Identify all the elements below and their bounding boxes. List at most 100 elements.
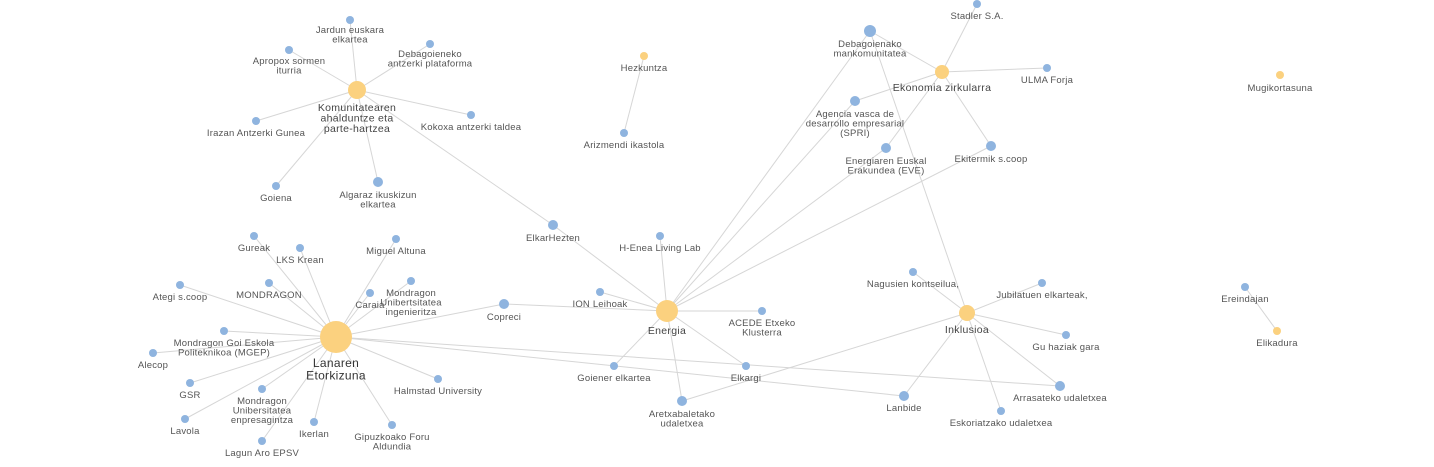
node-marker[interactable] (388, 421, 396, 429)
node-marker[interactable] (467, 111, 475, 119)
node-henea[interactable]: H-Enea Living Lab (619, 232, 701, 254)
node-marker[interactable] (346, 16, 354, 24)
node-marker[interactable] (742, 362, 750, 370)
node-marker[interactable] (1043, 64, 1051, 72)
node-ulma[interactable]: ULMA Forja (1021, 64, 1074, 86)
node-elkarhezten[interactable]: ElkarHezten (526, 220, 580, 244)
node-lavola[interactable]: Lavola (170, 415, 200, 437)
node-marker[interactable] (499, 299, 509, 309)
node-lagun_aro[interactable]: Lagun Aro EPSV (225, 437, 300, 459)
node-elikadura[interactable]: Elikadura (1256, 327, 1298, 349)
node-marker[interactable] (258, 385, 266, 393)
node-elkargi[interactable]: Elkargi (731, 362, 761, 384)
node-gu_haziak[interactable]: Gu haziak gara (1032, 331, 1100, 353)
node-marker[interactable] (1038, 279, 1046, 287)
node-marker[interactable] (850, 96, 860, 106)
node-ion[interactable]: ION Leihoak (572, 288, 627, 310)
node-ereindajan[interactable]: Ereindajan (1221, 283, 1269, 305)
node-marker[interactable] (252, 117, 260, 125)
node-irazan[interactable]: Irazan Antzerki Gunea (207, 117, 306, 139)
node-marker[interactable] (1276, 71, 1284, 79)
node-eskoriatza[interactable]: Eskoriatzako udaletxea (950, 407, 1053, 429)
node-marker[interactable] (366, 289, 374, 297)
node-alecop[interactable]: Alecop (138, 349, 168, 371)
node-marker[interactable] (310, 418, 318, 426)
node-ekitermik[interactable]: Ekitermik s.coop (955, 141, 1028, 165)
node-marker[interactable] (959, 305, 975, 321)
node-gureak[interactable]: Gureak (238, 232, 270, 254)
node-mugikortasuna[interactable]: Mugikortasuna (1248, 71, 1313, 94)
node-marker[interactable] (272, 182, 280, 190)
node-miguel[interactable]: Miguel Altuna (366, 235, 426, 257)
node-marker[interactable] (285, 46, 293, 54)
node-marker[interactable] (149, 349, 157, 357)
node-marker[interactable] (392, 235, 400, 243)
node-marker[interactable] (656, 232, 664, 240)
node-marker[interactable] (997, 407, 1005, 415)
node-marker[interactable] (296, 244, 304, 252)
node-marker[interactable] (881, 143, 891, 153)
node-marker[interactable] (220, 327, 228, 335)
node-marker[interactable] (1062, 331, 1070, 339)
node-marker[interactable] (935, 65, 949, 79)
node-marker[interactable] (1273, 327, 1281, 335)
node-hezkuntza[interactable]: Hezkuntza (621, 52, 668, 74)
node-marker[interactable] (348, 81, 366, 99)
node-ekonomia[interactable]: Ekonomia zirkularra (893, 65, 991, 94)
node-marker[interactable] (320, 321, 352, 353)
node-marker[interactable] (620, 129, 628, 137)
node-goiena[interactable]: Goiena (260, 182, 292, 204)
node-marker[interactable] (1055, 381, 1065, 391)
node-goiener[interactable]: Goiener elkartea (577, 362, 651, 384)
node-ikerlan[interactable]: Ikerlan (299, 418, 329, 440)
node-marker[interactable] (186, 379, 194, 387)
node-energia[interactable]: Energia (648, 300, 686, 337)
node-marker[interactable] (548, 220, 558, 230)
node-marker[interactable] (640, 52, 648, 60)
node-mondragon[interactable]: MONDRAGON (236, 279, 302, 301)
node-gsr[interactable]: GSR (179, 379, 200, 401)
node-kokoxa[interactable]: Kokoxa antzerki taldea (421, 111, 522, 133)
node-marker[interactable] (250, 232, 258, 240)
node-stadler[interactable]: Stadler S.A. (950, 0, 1003, 22)
node-marker[interactable] (758, 307, 766, 315)
node-marker[interactable] (434, 375, 442, 383)
node-marker[interactable] (864, 25, 876, 37)
node-marker[interactable] (258, 437, 266, 445)
node-copreci[interactable]: Copreci (487, 299, 521, 323)
node-marker[interactable] (596, 288, 604, 296)
node-caraia[interactable]: Caraia (355, 289, 385, 311)
node-marker[interactable] (986, 141, 996, 151)
node-marker[interactable] (265, 279, 273, 287)
node-lks[interactable]: LKS Krean (276, 244, 324, 266)
node-marker[interactable] (899, 391, 909, 401)
node-marker[interactable] (909, 268, 917, 276)
node-marker[interactable] (181, 415, 189, 423)
node-arrasate[interactable]: Arrasateko udaletxea (1013, 381, 1107, 404)
node-marker[interactable] (610, 362, 618, 370)
node-nagusien[interactable]: Nagusien kontseilua, (867, 268, 959, 290)
node-halmstad[interactable]: Halmstad University (394, 375, 482, 397)
node-jubilatuen[interactable]: Jubilatuen elkarteak, (996, 279, 1087, 301)
node-marker[interactable] (1241, 283, 1249, 291)
node-inklusioa[interactable]: Inklusioa (945, 305, 989, 336)
node-arizmendi[interactable]: Arizmendi ikastola (584, 129, 665, 151)
node-ategi[interactable]: Ategi s.coop (153, 281, 208, 303)
node-marker[interactable] (407, 277, 415, 285)
node-marker[interactable] (677, 396, 687, 406)
node-lanbide[interactable]: Lanbide (886, 391, 921, 414)
node-marker[interactable] (176, 281, 184, 289)
